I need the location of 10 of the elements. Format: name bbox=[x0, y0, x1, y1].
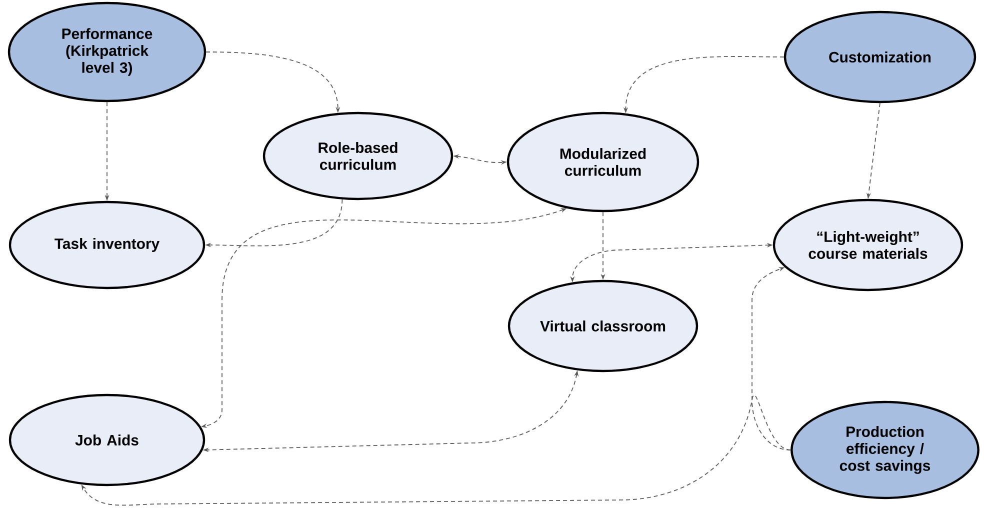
ellipse-node: “Light-weight” course materials bbox=[772, 198, 964, 292]
arrow bbox=[752, 267, 792, 450]
ellipse-node: Performance (Kirkpatrick level 3) bbox=[8, 2, 206, 102]
ellipse-node: Customization bbox=[784, 10, 976, 104]
ellipse-node: Production efficiency / cost savings bbox=[790, 400, 980, 500]
ellipse-node: Virtual classroom bbox=[508, 280, 698, 372]
ellipse-node: Role-based curriculum bbox=[262, 112, 454, 200]
ellipse-node: Modularized curriculum bbox=[506, 112, 700, 212]
ellipse-node: Job Aids bbox=[8, 394, 206, 486]
ellipse-node: Task inventory bbox=[8, 200, 206, 290]
